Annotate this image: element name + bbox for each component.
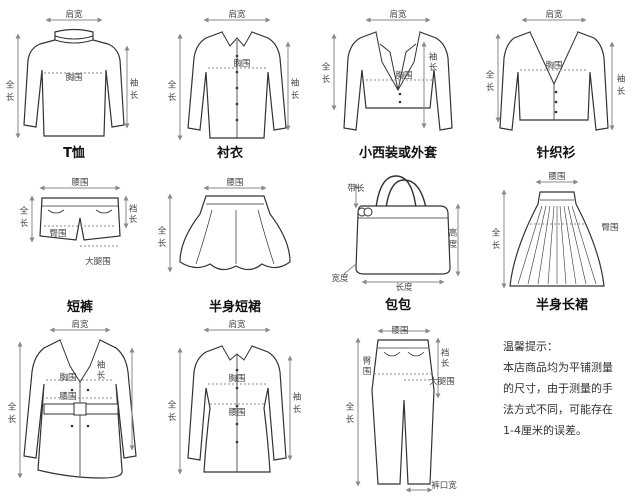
cardigan-sleeve-label: 袖长 [615, 73, 625, 99]
trousers-rise-label: 裆长 [439, 347, 449, 369]
bag-caption: 包包 [385, 297, 411, 313]
blazer-figure: 肩宽 胸围 全长 袖长 小西装或外套 [320, 9, 453, 161]
fitted-waist-label: 腰围 [228, 408, 245, 418]
shorts-figure: 腰围 臀围 全长 裆长 大腿围 短裤 [18, 178, 137, 315]
tshirt-outline-icon [23, 28, 125, 137]
cardigan-length-label: 全长 [484, 69, 494, 95]
bag-strap-label: 带长 [347, 183, 365, 194]
coat-chest-label: 胸围 [59, 372, 76, 383]
shorts-caption: 短裤 [67, 299, 93, 315]
tshirt-length-label: 全长 [4, 79, 14, 105]
cardigan-figure: 肩宽 胸围 全长 袖长 针织衫 [484, 9, 625, 161]
miniskirt-length-label: 全长 [156, 225, 166, 251]
fitted-chest-label: 胸围 [228, 373, 245, 384]
shirt-shoulder-label: 肩宽 [228, 9, 246, 20]
trousers-figure: 腰围 臀围 裆长 大腿围 全长 裤口宽 [344, 326, 457, 493]
longskirt-length-label: 全长 [490, 227, 500, 253]
coat-length-label: 全长 [6, 401, 16, 427]
trousers-thigh-label: 大腿围 [429, 376, 455, 387]
trousers-waist-label: 腰围 [391, 326, 408, 336]
note-line-4: 1-4厘米的误差。 [503, 424, 587, 437]
blazer-length-label: 全长 [320, 61, 330, 87]
shorts-outline-icon [39, 197, 121, 241]
fitted-length-label: 全长 [166, 399, 176, 425]
miniskirt-caption: 半身短裙 [209, 299, 261, 315]
coat-shoulder-label: 肩宽 [71, 319, 89, 330]
fitted-shoulder-label: 肩宽 [228, 319, 246, 330]
blazer-caption: 小西装或外套 [359, 145, 438, 161]
shirt-sleeve-label: 袖长 [289, 77, 299, 103]
fitted-figure: 肩宽 胸围 腰围 全长 袖长 [166, 319, 301, 475]
shorts-rise-label: 裆长 [127, 203, 137, 225]
blazer-chest-label: 胸围 [395, 70, 412, 81]
trousers-outline-icon [371, 339, 435, 485]
trousers-length-label: 全长 [344, 401, 354, 427]
coat-figure: 肩宽 胸围 腰围 全长 袖长 [6, 319, 137, 479]
shorts-waist-label: 腰围 [71, 178, 88, 188]
fitted-sleeve-label: 袖长 [291, 391, 301, 417]
shirt-caption: 衬衣 [217, 145, 243, 161]
cardigan-shoulder-label: 肩宽 [545, 9, 563, 20]
longskirt-figure: 腰围 臀围 全长 半身长裙 [490, 172, 619, 313]
note-line-3: 法方式不同，可能存在 [503, 403, 613, 416]
tshirt-caption: T恤 [63, 145, 85, 161]
note-line-1: 本店商品均为平铺测量 [503, 361, 613, 374]
shirt-figure: 肩宽 胸围 全长 袖长 衬衣 [166, 9, 299, 161]
shorts-thigh-label: 大腿围 [85, 256, 111, 267]
shirt-chest-label: 胸围 [233, 58, 250, 69]
bag-height-label: 高度 [447, 227, 457, 251]
shorts-hip-label: 臀围 [49, 229, 66, 239]
miniskirt-figure: 腰围 全长 半身短裙 [156, 178, 291, 315]
shirt-length-label: 全长 [166, 79, 176, 105]
note-title: 温馨提示： [503, 340, 558, 353]
bag-length-label: 长度 [395, 282, 413, 293]
blazer-sleeve-label: 袖长 [427, 51, 437, 73]
longskirt-waist-label: 腰围 [548, 172, 565, 182]
trousers-hem-label: 裤口宽 [431, 480, 457, 491]
shorts-length-label: 全长 [18, 205, 28, 231]
cardigan-caption: 针织衫 [535, 145, 575, 161]
blazer-shoulder-label: 肩宽 [389, 9, 407, 20]
tshirt-figure: 肩宽 胸围 全长 袖长 T恤 [4, 9, 138, 161]
cardigan-chest-label: 胸围 [545, 60, 562, 71]
tshirt-shoulder-label: 肩宽 [65, 9, 83, 20]
tshirt-sleeve-label: 袖长 [128, 77, 138, 103]
longskirt-hip-label: 臀围 [601, 223, 618, 233]
coat-waist-label: 腰围 [59, 392, 76, 402]
bag-figure: 带长 高度 长度 宽度 包包 [331, 175, 461, 313]
tshirt-chest-label: 胸围 [65, 72, 82, 83]
note-line-2: 的尺寸，由于测量的手 [503, 382, 613, 395]
coat-sleeve-label: 袖长 [95, 359, 105, 381]
measurement-note: 温馨提示： 本店商品均为平铺测量 的尺寸，由于测量的手 法方式不同，可能存在 1… [503, 336, 631, 441]
longskirt-caption: 半身长裙 [536, 297, 588, 313]
trousers-hip-label: 臀围 [361, 356, 371, 377]
bag-outline-icon [355, 205, 451, 275]
bag-width-label: 宽度 [331, 273, 349, 284]
miniskirt-waist-label: 腰围 [226, 178, 243, 188]
miniskirt-outline-icon [179, 195, 291, 271]
